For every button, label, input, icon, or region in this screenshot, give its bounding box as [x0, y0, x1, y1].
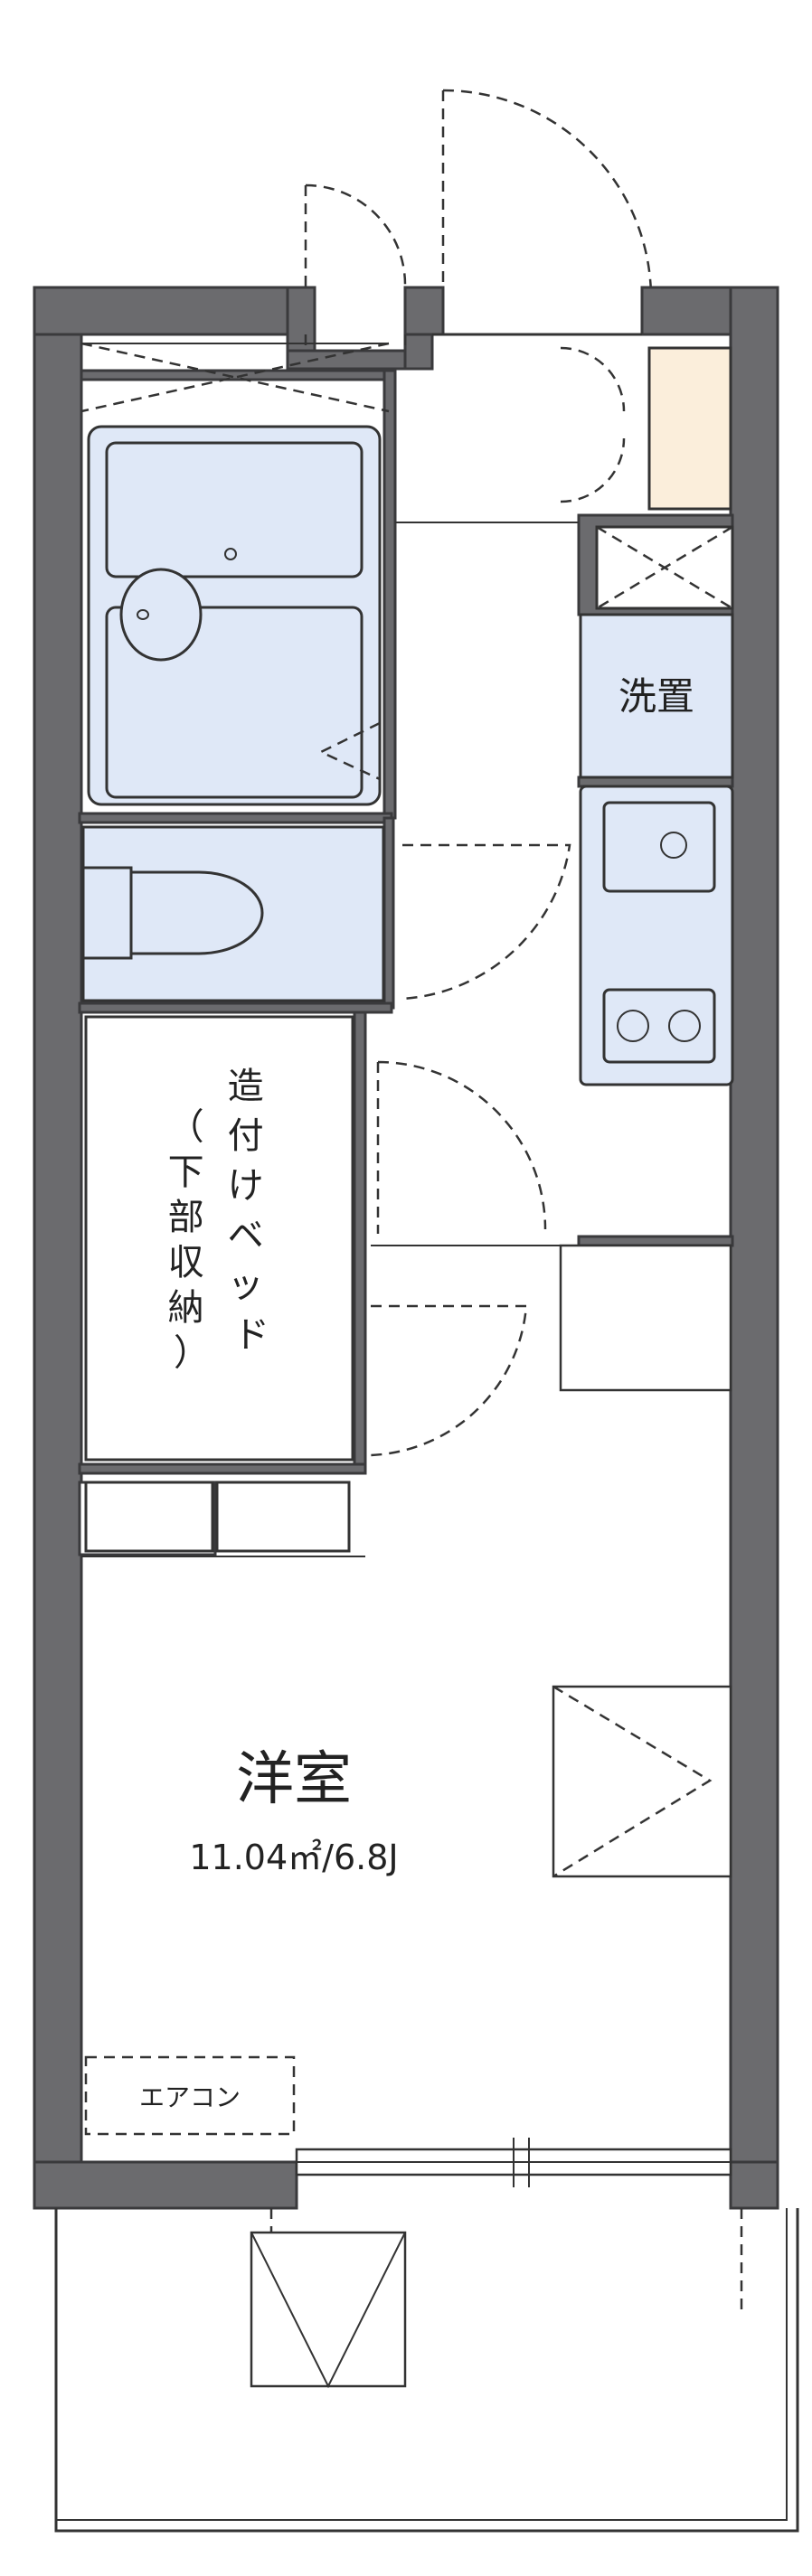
paren-char-6: ） — [174, 1332, 210, 1374]
bed-char-5: ッ — [228, 1264, 264, 1306]
western-room: 洋室 11.04㎡/6.8J エアコン — [78, 1244, 732, 2136]
bed-char-3: け — [228, 1165, 264, 1207]
aircon-label: エアコン — [139, 2082, 241, 2112]
balcony — [54, 2208, 799, 2533]
entrance — [80, 333, 732, 523]
outer-walls — [33, 286, 779, 2210]
bed-char-1: 造 — [228, 1066, 264, 1107]
paren-char-2: 下 — [168, 1152, 204, 1193]
laundry-label: 洗置 — [618, 674, 694, 719]
room-size: 11.04㎡/6.8J — [189, 1838, 398, 1877]
svg-text:造 付 け ベ: 造 付 け ベ ッ ド — [228, 1066, 276, 1356]
bathroom — [87, 425, 382, 806]
paren-char-1: （ — [168, 1106, 204, 1148]
storage-bed-label: 造 付 け ベ ッ ド （ 下 部 収 納 ） — [168, 1066, 276, 1374]
entrance-door-swing — [304, 89, 653, 299]
kitchen-area: 洗置 — [371, 525, 734, 1246]
paren-char-4: 収 — [168, 1242, 204, 1283]
bed-char-4: ベ — [228, 1215, 264, 1256]
sliding-window — [295, 2138, 732, 2187]
paren-char-5: 納 — [168, 1287, 204, 1329]
svg-text:（ 下 部 収: （ 下 部 収 納 ） — [168, 1106, 216, 1374]
room-name: 洋室 — [236, 1746, 352, 1813]
toilet-room — [81, 825, 571, 1002]
shoe-box — [647, 346, 732, 511]
storage-bed — [84, 1015, 528, 1462]
paren-char-3: 部 — [168, 1197, 204, 1238]
bed-char-6: ド — [233, 1314, 269, 1356]
bed-char-2: 付 — [228, 1115, 264, 1157]
laundry-space — [579, 613, 734, 779]
